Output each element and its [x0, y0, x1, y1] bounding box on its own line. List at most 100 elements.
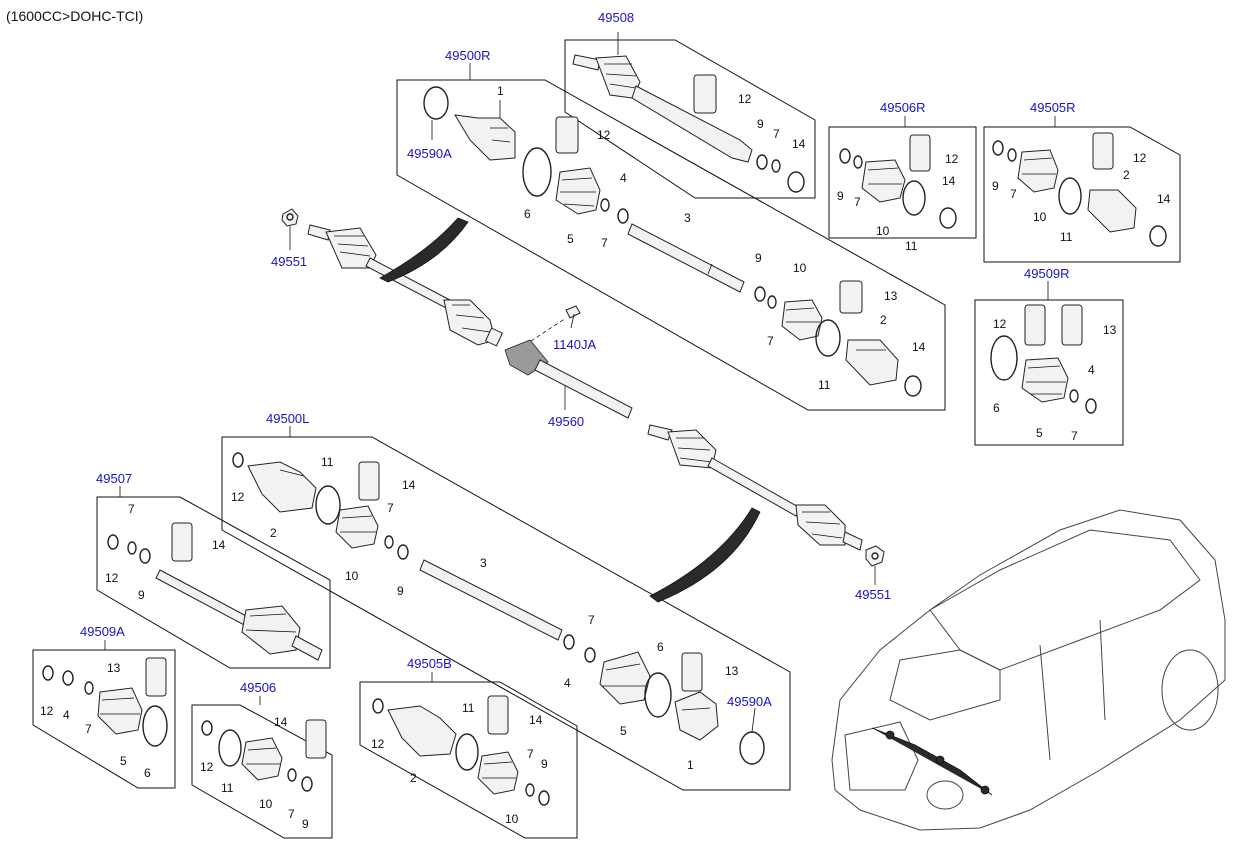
ring-7-505B[interactable] [525, 783, 535, 797]
clamp-7-L2[interactable] [584, 647, 596, 663]
grease-tube-12-505R[interactable] [1092, 132, 1114, 170]
boot-5-r[interactable] [555, 167, 601, 215]
outer-joint-1[interactable] [454, 114, 516, 161]
ref-49500L[interactable]: 49500L [266, 411, 309, 426]
boot-5-509R[interactable] [1021, 357, 1069, 403]
ring-7-506[interactable] [287, 768, 297, 782]
inner-joint-2-505R[interactable] [1087, 189, 1137, 233]
ref-49500R[interactable]: 49500R [445, 48, 491, 63]
tone-ring-49590A-bottom[interactable] [739, 731, 765, 765]
inner-joint-2-505B[interactable] [387, 705, 457, 757]
ring-4-509R[interactable] [1085, 398, 1097, 414]
clamp-6-509A[interactable] [142, 705, 168, 747]
snap-ring-9-49508[interactable] [756, 154, 768, 170]
ring-12-L[interactable] [232, 452, 244, 468]
grease-tube-13-509R[interactable] [1061, 304, 1083, 346]
grease-tube-12-509R[interactable] [1024, 304, 1046, 346]
ring-12-509A[interactable] [42, 665, 54, 681]
clamp-7-509R[interactable] [1069, 389, 1079, 403]
inner-joint-2-r[interactable] [845, 339, 899, 386]
grease-tube-14-507[interactable] [171, 522, 193, 562]
grease-tube-14-505B[interactable] [487, 695, 509, 735]
grease-tube-12-506R[interactable] [909, 134, 931, 172]
grease-tube-14-L[interactable] [358, 461, 380, 501]
ring-7-505R[interactable] [1007, 148, 1017, 162]
ring-7-506R[interactable] [853, 155, 863, 169]
drive-shaft-upper[interactable] [307, 224, 504, 347]
ref-49551-left[interactable]: 49551 [271, 254, 307, 269]
seal-14-505R[interactable] [1149, 225, 1167, 247]
ref-49505R[interactable]: 49505R [1030, 100, 1076, 115]
bolt-1140JA[interactable] [565, 305, 581, 329]
ref-49560[interactable]: 49560 [548, 414, 584, 429]
boot-5-L[interactable] [599, 651, 651, 705]
boot-10-505B[interactable] [477, 751, 519, 795]
ref-49508[interactable]: 49508 [598, 10, 634, 25]
ring-9-L[interactable] [397, 544, 409, 560]
clamp-7-r2[interactable] [767, 295, 777, 309]
ring-12-507[interactable] [107, 534, 119, 550]
grease-tube-13-r[interactable] [839, 280, 863, 314]
ref-49551-right[interactable]: 49551 [855, 587, 891, 602]
snap-ring-9-r[interactable] [754, 286, 766, 302]
ref-49506R[interactable]: 49506R [880, 100, 926, 115]
ring-7-507[interactable] [127, 541, 137, 555]
ring-9-507[interactable] [139, 548, 151, 564]
shaft-49508[interactable] [572, 54, 753, 163]
seal-14-49508[interactable] [787, 171, 805, 193]
tone-ring-49590A-top[interactable] [423, 86, 449, 120]
shaft-3-L[interactable] [419, 559, 563, 641]
ref-1140JA[interactable]: 1140JA [553, 337, 596, 352]
ref-49505B[interactable]: 49505B [407, 656, 452, 671]
clamp-11-506[interactable] [218, 729, 242, 767]
ref-49509R[interactable]: 49509R [1024, 266, 1070, 281]
clamp-11-505B[interactable] [455, 733, 479, 771]
ref-49509A[interactable]: 49509A [80, 624, 125, 639]
grease-tube-14-506[interactable] [305, 719, 327, 759]
clamp-7-r[interactable] [600, 198, 610, 212]
seal-14-506R[interactable] [939, 207, 957, 229]
clamp-11-L[interactable] [315, 485, 341, 525]
intermediate-shaft-49560[interactable] [504, 339, 633, 419]
boot-5-509A[interactable] [97, 687, 143, 735]
shaft-3-r[interactable] [627, 223, 745, 293]
ref-49507[interactable]: 49507 [96, 471, 132, 486]
grease-tube-49508[interactable] [693, 74, 717, 114]
clamp-6-r[interactable] [522, 147, 552, 197]
clamp-11-505R[interactable] [1058, 177, 1082, 215]
clamp-6-509R[interactable] [990, 335, 1018, 381]
boot-10-L[interactable] [335, 505, 379, 549]
boot-10-r[interactable] [781, 299, 823, 341]
ref-49590A-top[interactable]: 49590A [407, 146, 452, 161]
grease-tube-13-509A[interactable] [145, 657, 167, 697]
grease-tube-12-r[interactable] [555, 116, 579, 154]
ring-9-505B[interactable] [538, 790, 550, 806]
drive-shaft-lower[interactable] [647, 424, 863, 551]
axle-nut-left[interactable] [281, 208, 299, 227]
clamp-7-L[interactable] [384, 535, 394, 549]
clamp-11-506R[interactable] [902, 180, 926, 216]
ring-9-506[interactable] [301, 776, 313, 792]
ring-4-L[interactable] [563, 634, 575, 650]
grease-tube-13-L[interactable] [681, 652, 703, 692]
clamp-6-L[interactable] [644, 672, 672, 718]
inner-joint-2-L[interactable] [247, 461, 317, 513]
ring-7-49508[interactable] [771, 159, 781, 173]
clamp-11-r[interactable] [815, 319, 841, 357]
boot-10-506[interactable] [241, 737, 283, 781]
ref-49506[interactable]: 49506 [240, 680, 276, 695]
ring-9-506R[interactable] [839, 148, 851, 164]
ring-9-505R[interactable] [992, 140, 1004, 156]
outer-joint-1-L[interactable] [674, 691, 719, 741]
ring-4-509A[interactable] [62, 670, 74, 686]
shaft-507[interactable] [155, 569, 323, 661]
ring-4-r[interactable] [617, 208, 629, 224]
ring-12-505B[interactable] [372, 698, 384, 714]
ref-49590A-bottom[interactable]: 49590A [727, 694, 772, 709]
axle-nut-right[interactable] [865, 545, 885, 567]
clamp-7-509A[interactable] [84, 681, 94, 695]
boot-10-506R[interactable] [861, 159, 906, 203]
boot-10-505R[interactable] [1017, 149, 1059, 193]
seal-14-r[interactable] [904, 375, 922, 397]
ring-12-506[interactable] [201, 720, 213, 736]
